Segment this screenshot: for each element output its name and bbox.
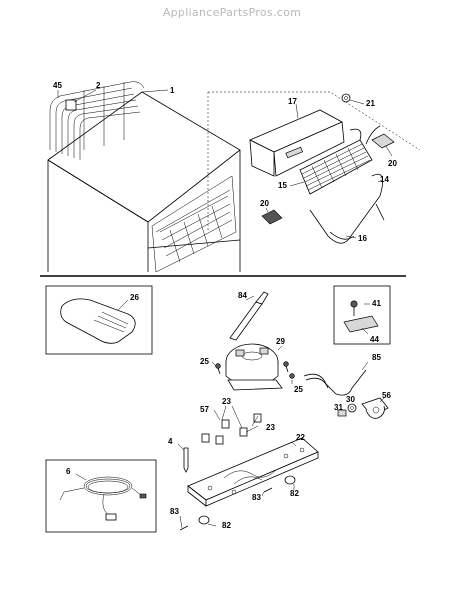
tubing-85 xyxy=(303,361,369,396)
callout-23-lower: 23 xyxy=(266,423,275,432)
callout-44: 44 xyxy=(370,335,379,344)
relay-56 xyxy=(361,397,389,419)
compressor-29 xyxy=(225,343,283,391)
callout-6: 6 xyxy=(66,467,71,476)
callout-31: 31 xyxy=(334,403,343,412)
inset-box-6 xyxy=(45,459,157,533)
callout-22: 22 xyxy=(296,433,305,442)
callout-14: 14 xyxy=(380,175,389,184)
callout-16: 16 xyxy=(358,234,367,243)
callout-83-lower: 83 xyxy=(170,507,179,516)
part-4 xyxy=(177,443,189,473)
callout-41: 41 xyxy=(372,299,381,308)
callout-23-upper: 23 xyxy=(222,397,231,406)
callout-21: 21 xyxy=(366,99,375,108)
evaporator-drawing xyxy=(207,91,421,244)
callout-20-left: 20 xyxy=(260,199,269,208)
callout-15: 15 xyxy=(278,181,287,190)
site-title: AppliancePartsPros.com xyxy=(162,6,302,19)
callout-17: 17 xyxy=(288,97,297,106)
grommets-23 xyxy=(201,405,262,445)
part-84 xyxy=(229,291,269,341)
callout-2: 2 xyxy=(96,81,101,90)
callout-1: 1 xyxy=(170,86,175,95)
callout-57: 57 xyxy=(200,405,209,414)
callout-25-left: 25 xyxy=(200,357,209,366)
callout-4: 4 xyxy=(168,437,173,446)
inset-box-41-44 xyxy=(333,285,391,345)
cabinet-drawing xyxy=(47,81,241,273)
spacers-82-screws-83 xyxy=(179,475,296,531)
callout-20-right: 20 xyxy=(388,159,397,168)
callout-85: 85 xyxy=(372,353,381,362)
callout-25-right: 25 xyxy=(294,385,303,394)
callout-29: 29 xyxy=(276,337,285,346)
top-leaders xyxy=(57,89,393,239)
callout-84: 84 xyxy=(238,291,247,300)
base-plate-22 xyxy=(187,437,319,507)
parts-30-31 xyxy=(337,403,357,417)
callout-56: 56 xyxy=(382,391,391,400)
callout-82-upper: 82 xyxy=(290,489,299,498)
screws-25 xyxy=(211,361,295,384)
callout-45: 45 xyxy=(53,81,62,90)
callout-30: 30 xyxy=(346,395,355,404)
callout-82-lower: 82 xyxy=(222,521,231,530)
callout-26: 26 xyxy=(130,293,139,302)
inset-box-26 xyxy=(45,285,153,355)
callout-83-upper: 83 xyxy=(252,493,261,502)
